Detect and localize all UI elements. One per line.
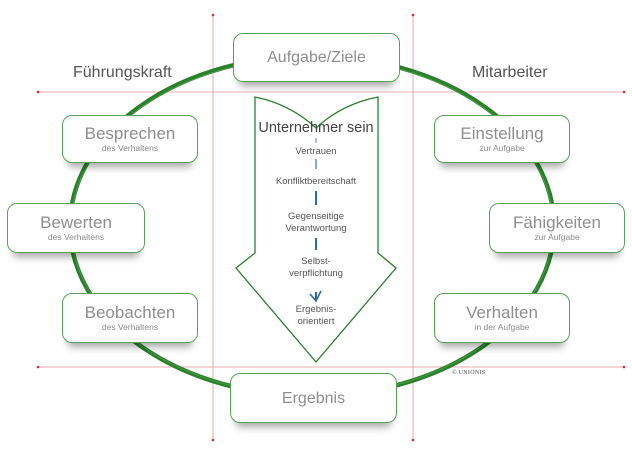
arrow-step-results: Ergebnis- orientiert: [295, 304, 337, 327]
box-title: Besprechen: [84, 124, 176, 143]
box-title: Bewerten: [40, 213, 112, 232]
box-subtitle: des Verhaltens: [47, 232, 105, 242]
arrow-step-trust: Vertrauen: [295, 146, 337, 157]
box-title: Einstellung: [460, 124, 544, 143]
box-evaluate[interactable]: Bewerten des Verhaltens: [7, 203, 145, 253]
box-subtitle: des Verhaltens: [101, 143, 159, 153]
box-subtitle: zur Aufgabe: [479, 143, 525, 153]
leader-label: Führungskraft: [73, 64, 172, 81]
box-task-goals[interactable]: Aufgabe/Ziele: [233, 33, 400, 82]
box-subtitle: in der Aufgabe: [474, 322, 530, 332]
box-behavior[interactable]: Verhalten in der Aufgabe: [434, 293, 570, 343]
box-discuss[interactable]: Besprechen des Verhaltens: [62, 115, 198, 163]
arrow-title: Unternehmer sein: [258, 120, 374, 136]
arrow-step-accountability: Gegenseitige Verantwortung: [285, 211, 347, 234]
guide-markers: [36, 13, 626, 442]
arrow-step-conflict: Konfliktbereitschaft: [275, 176, 357, 187]
box-attitude[interactable]: Einstellung zur Aufgabe: [434, 115, 570, 163]
box-title: Aufgabe/Ziele: [267, 49, 366, 66]
employee-label: Mitarbeiter: [472, 64, 548, 81]
box-title: Ergebnis: [281, 389, 346, 407]
box-subtitle: des Verhaltens: [101, 322, 159, 332]
box-result[interactable]: Ergebnis: [230, 373, 397, 423]
step-connectors: [309, 138, 322, 303]
connector-arrowhead: [309, 290, 322, 303]
guide-lines: [38, 15, 624, 440]
box-title: Verhalten: [466, 303, 538, 322]
box-subtitle: zur Aufgabe: [534, 232, 580, 242]
arrow-step-commitment: Selbst- verpflichtung: [289, 256, 343, 279]
box-abilities[interactable]: Fähigkeiten zur Aufgabe: [489, 203, 625, 253]
box-title: Fähigkeiten: [513, 213, 601, 232]
box-title: Beobachten: [84, 303, 176, 322]
box-observe[interactable]: Beobachten des Verhaltens: [62, 293, 198, 343]
arrow-shape: [235, 96, 397, 364]
copyright-notice: © UNIONIS: [452, 370, 486, 376]
